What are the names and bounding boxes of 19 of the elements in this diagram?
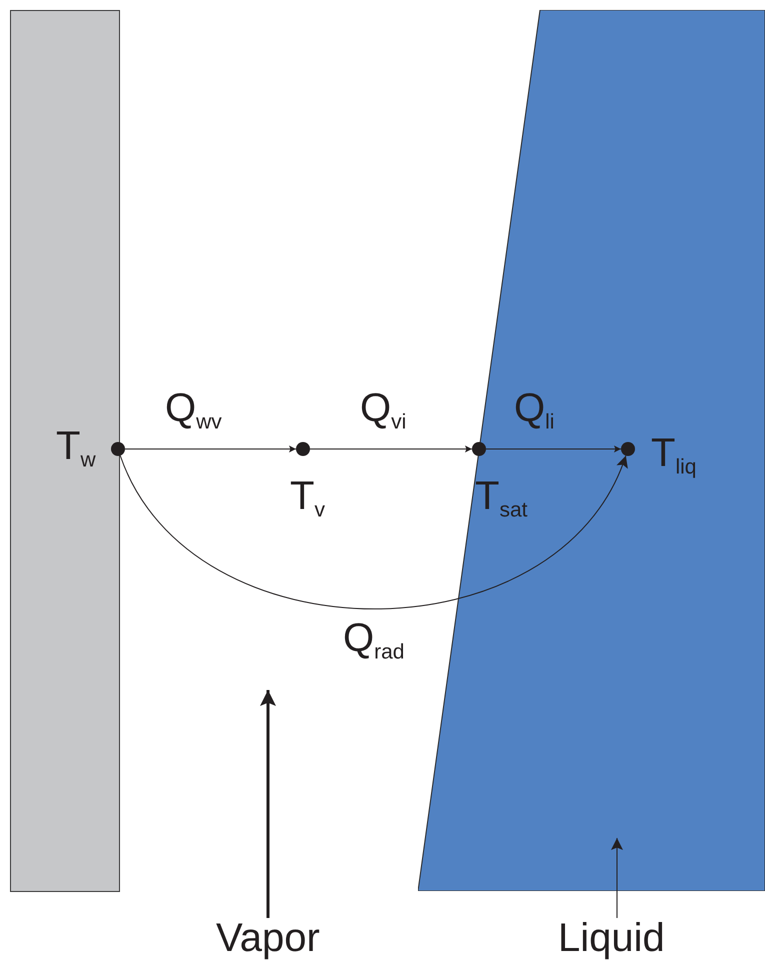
point-marker	[472, 442, 486, 456]
edge-label: Q$_{wv}$	[165, 386, 222, 436]
temperature-label: T$_{w}$	[56, 424, 96, 474]
leader-arrow	[611, 838, 623, 918]
heat-flow-arrow	[310, 446, 472, 452]
point-marker	[111, 442, 125, 456]
leader-arrow	[260, 690, 276, 918]
temperature-label: T$_{sat}$	[475, 474, 528, 524]
phase-label: Vapor	[216, 916, 320, 960]
temperature-label: T$_{v}$	[290, 474, 325, 524]
phase-label: Liquid	[558, 916, 665, 960]
heat-flow-arrow	[124, 446, 296, 452]
edge-label: Q$_{vi}$	[360, 386, 406, 436]
temperature-label: T$_{liq}$	[651, 431, 696, 480]
heat-flow-arrow	[486, 446, 622, 452]
edge-label: Q$_{li}$	[514, 386, 554, 436]
edge-label: Q$_{rad}$	[343, 616, 404, 666]
heat-flow-arrow	[120, 455, 626, 610]
point-marker	[296, 442, 310, 456]
